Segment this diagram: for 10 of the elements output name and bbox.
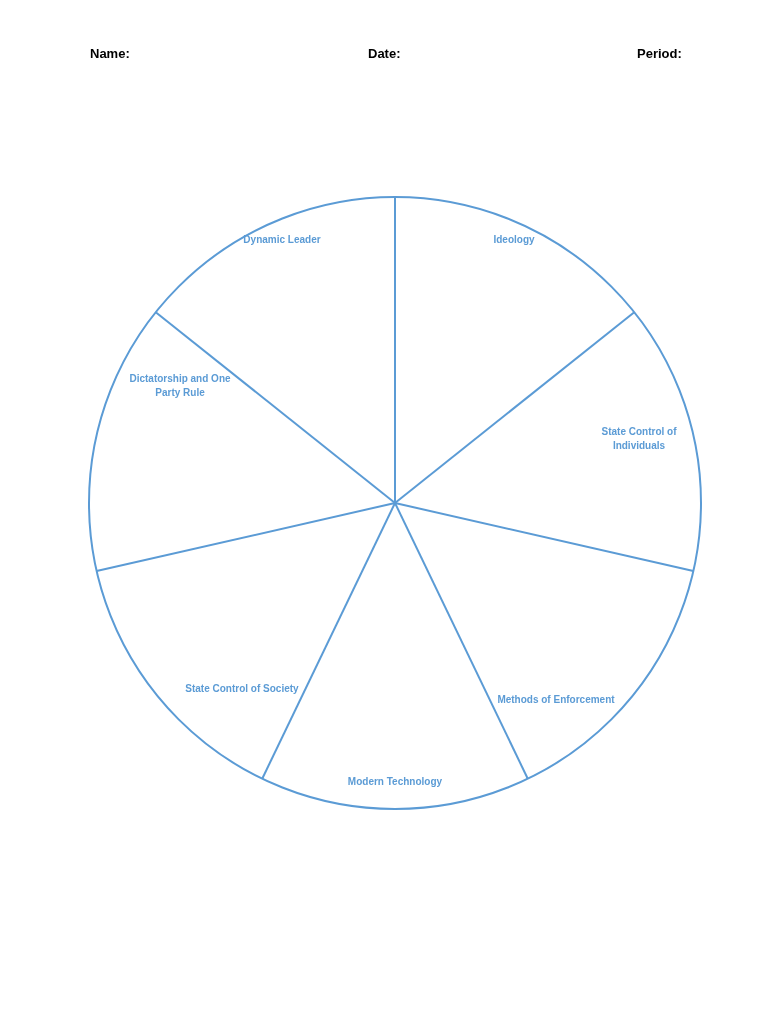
segment-label: State Control of Individuals — [594, 425, 684, 453]
form-field-label: Period: — [637, 46, 682, 61]
segment-label: State Control of Society — [177, 682, 307, 696]
segment-label: Dictatorship and One Party Rule — [125, 372, 235, 400]
form-field-label: Date: — [368, 46, 401, 61]
segment-label: Ideology — [464, 233, 564, 247]
segment-label: Dynamic Leader — [222, 233, 342, 247]
segment-label: Methods of Enforcement — [491, 693, 621, 707]
segment-label: Modern Technology — [335, 775, 455, 789]
form-field-label: Name: — [90, 46, 130, 61]
